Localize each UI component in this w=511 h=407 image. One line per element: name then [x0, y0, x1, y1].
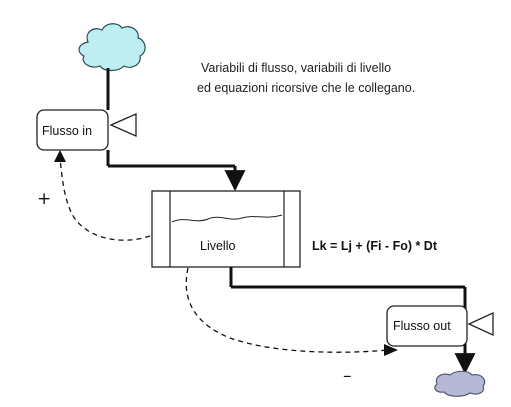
valve-out-icon — [467, 311, 494, 337]
caption-line-1: Variabili di flusso, variabili di livell… — [201, 61, 391, 75]
feedback-negative-arrow — [185, 267, 389, 353]
level-equation: Lk = Lj + (Fi - Fo) * Dt — [312, 239, 438, 253]
caption-line-2: ed equazioni ricorsive che le collegano. — [197, 81, 415, 95]
flow-out-label: Flusso out — [393, 319, 451, 333]
flow-in-label: Flusso in — [42, 124, 92, 138]
feedback-negative-sign: – — [343, 366, 352, 386]
stock-label: Livello — [200, 239, 235, 253]
stock-box[interactable] — [151, 190, 301, 268]
flow-out-box[interactable] — [386, 305, 468, 347]
stock-level-wave — [171, 214, 283, 223]
cloud-sink-icon — [434, 370, 486, 397]
feedback-positive-arrow — [59, 157, 151, 241]
valve-in-icon — [109, 113, 137, 137]
cloud-source-icon — [78, 23, 146, 72]
feedback-positive-sign: + — [37, 189, 51, 209]
feedback-positive-arrowhead — [54, 150, 66, 162]
flow-in-box[interactable] — [36, 109, 109, 151]
feedback-negative-arrowhead — [384, 344, 398, 356]
